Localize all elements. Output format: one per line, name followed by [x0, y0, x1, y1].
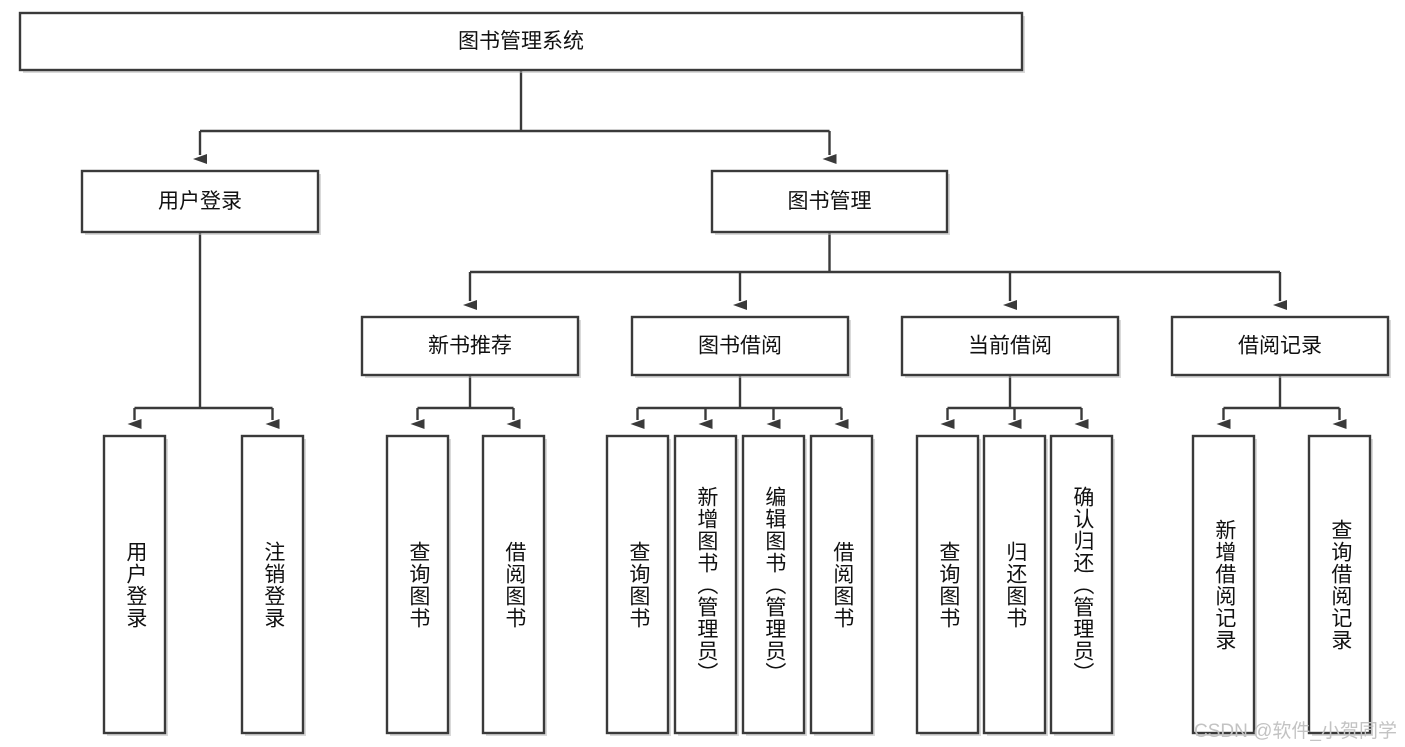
node-box-leaf-confirm-return-admin[interactable]	[1049, 434, 1114, 735]
node-box-leaf-edit-book-admin[interactable]	[741, 434, 806, 735]
node-box-book-management[interactable]	[710, 169, 949, 234]
watermark-text: CSDN @软件_小贺同学	[1194, 721, 1397, 742]
node-box-book-borrow[interactable]	[630, 315, 850, 377]
node-box-leaf-query-book-borrow[interactable]	[605, 434, 670, 735]
node-box-leaf-borrow-book[interactable]	[809, 434, 874, 735]
node-label-book-borrow: 图书借阅	[698, 335, 782, 358]
node-box-leaf-query-book-current[interactable]	[915, 434, 980, 735]
node-box-new-book-recommend[interactable]	[360, 315, 580, 377]
node-box-leaf-return-book[interactable]	[982, 434, 1047, 735]
node-label-user-login: 用户登录	[158, 190, 242, 213]
node-label-new-book-recommend: 新书推荐	[428, 335, 512, 358]
node-box-leaf-query-book-recommend[interactable]	[385, 434, 450, 735]
node-box-borrow-records[interactable]	[1170, 315, 1390, 377]
node-box-leaf-add-book-admin[interactable]	[673, 434, 738, 735]
node-box-root[interactable]	[18, 11, 1024, 72]
node-box-current-borrow[interactable]	[900, 315, 1120, 377]
node-boxes	[18, 11, 1391, 736]
node-box-user-login[interactable]	[80, 169, 320, 234]
node-label-root: 图书管理系统	[458, 30, 584, 53]
node-label-book-management: 图书管理	[788, 190, 872, 213]
node-box-leaf-query-borrow-record[interactable]	[1307, 434, 1372, 735]
node-box-leaf-logout[interactable]	[240, 434, 305, 735]
node-box-leaf-borrow-book-recommend[interactable]	[481, 434, 546, 735]
connector-lines	[127, 70, 1347, 429]
node-label-borrow-records: 借阅记录	[1238, 335, 1322, 358]
node-box-leaf-add-borrow-record[interactable]	[1191, 434, 1256, 735]
node-label-current-borrow: 当前借阅	[968, 335, 1052, 358]
node-box-leaf-user-login[interactable]	[102, 434, 167, 735]
